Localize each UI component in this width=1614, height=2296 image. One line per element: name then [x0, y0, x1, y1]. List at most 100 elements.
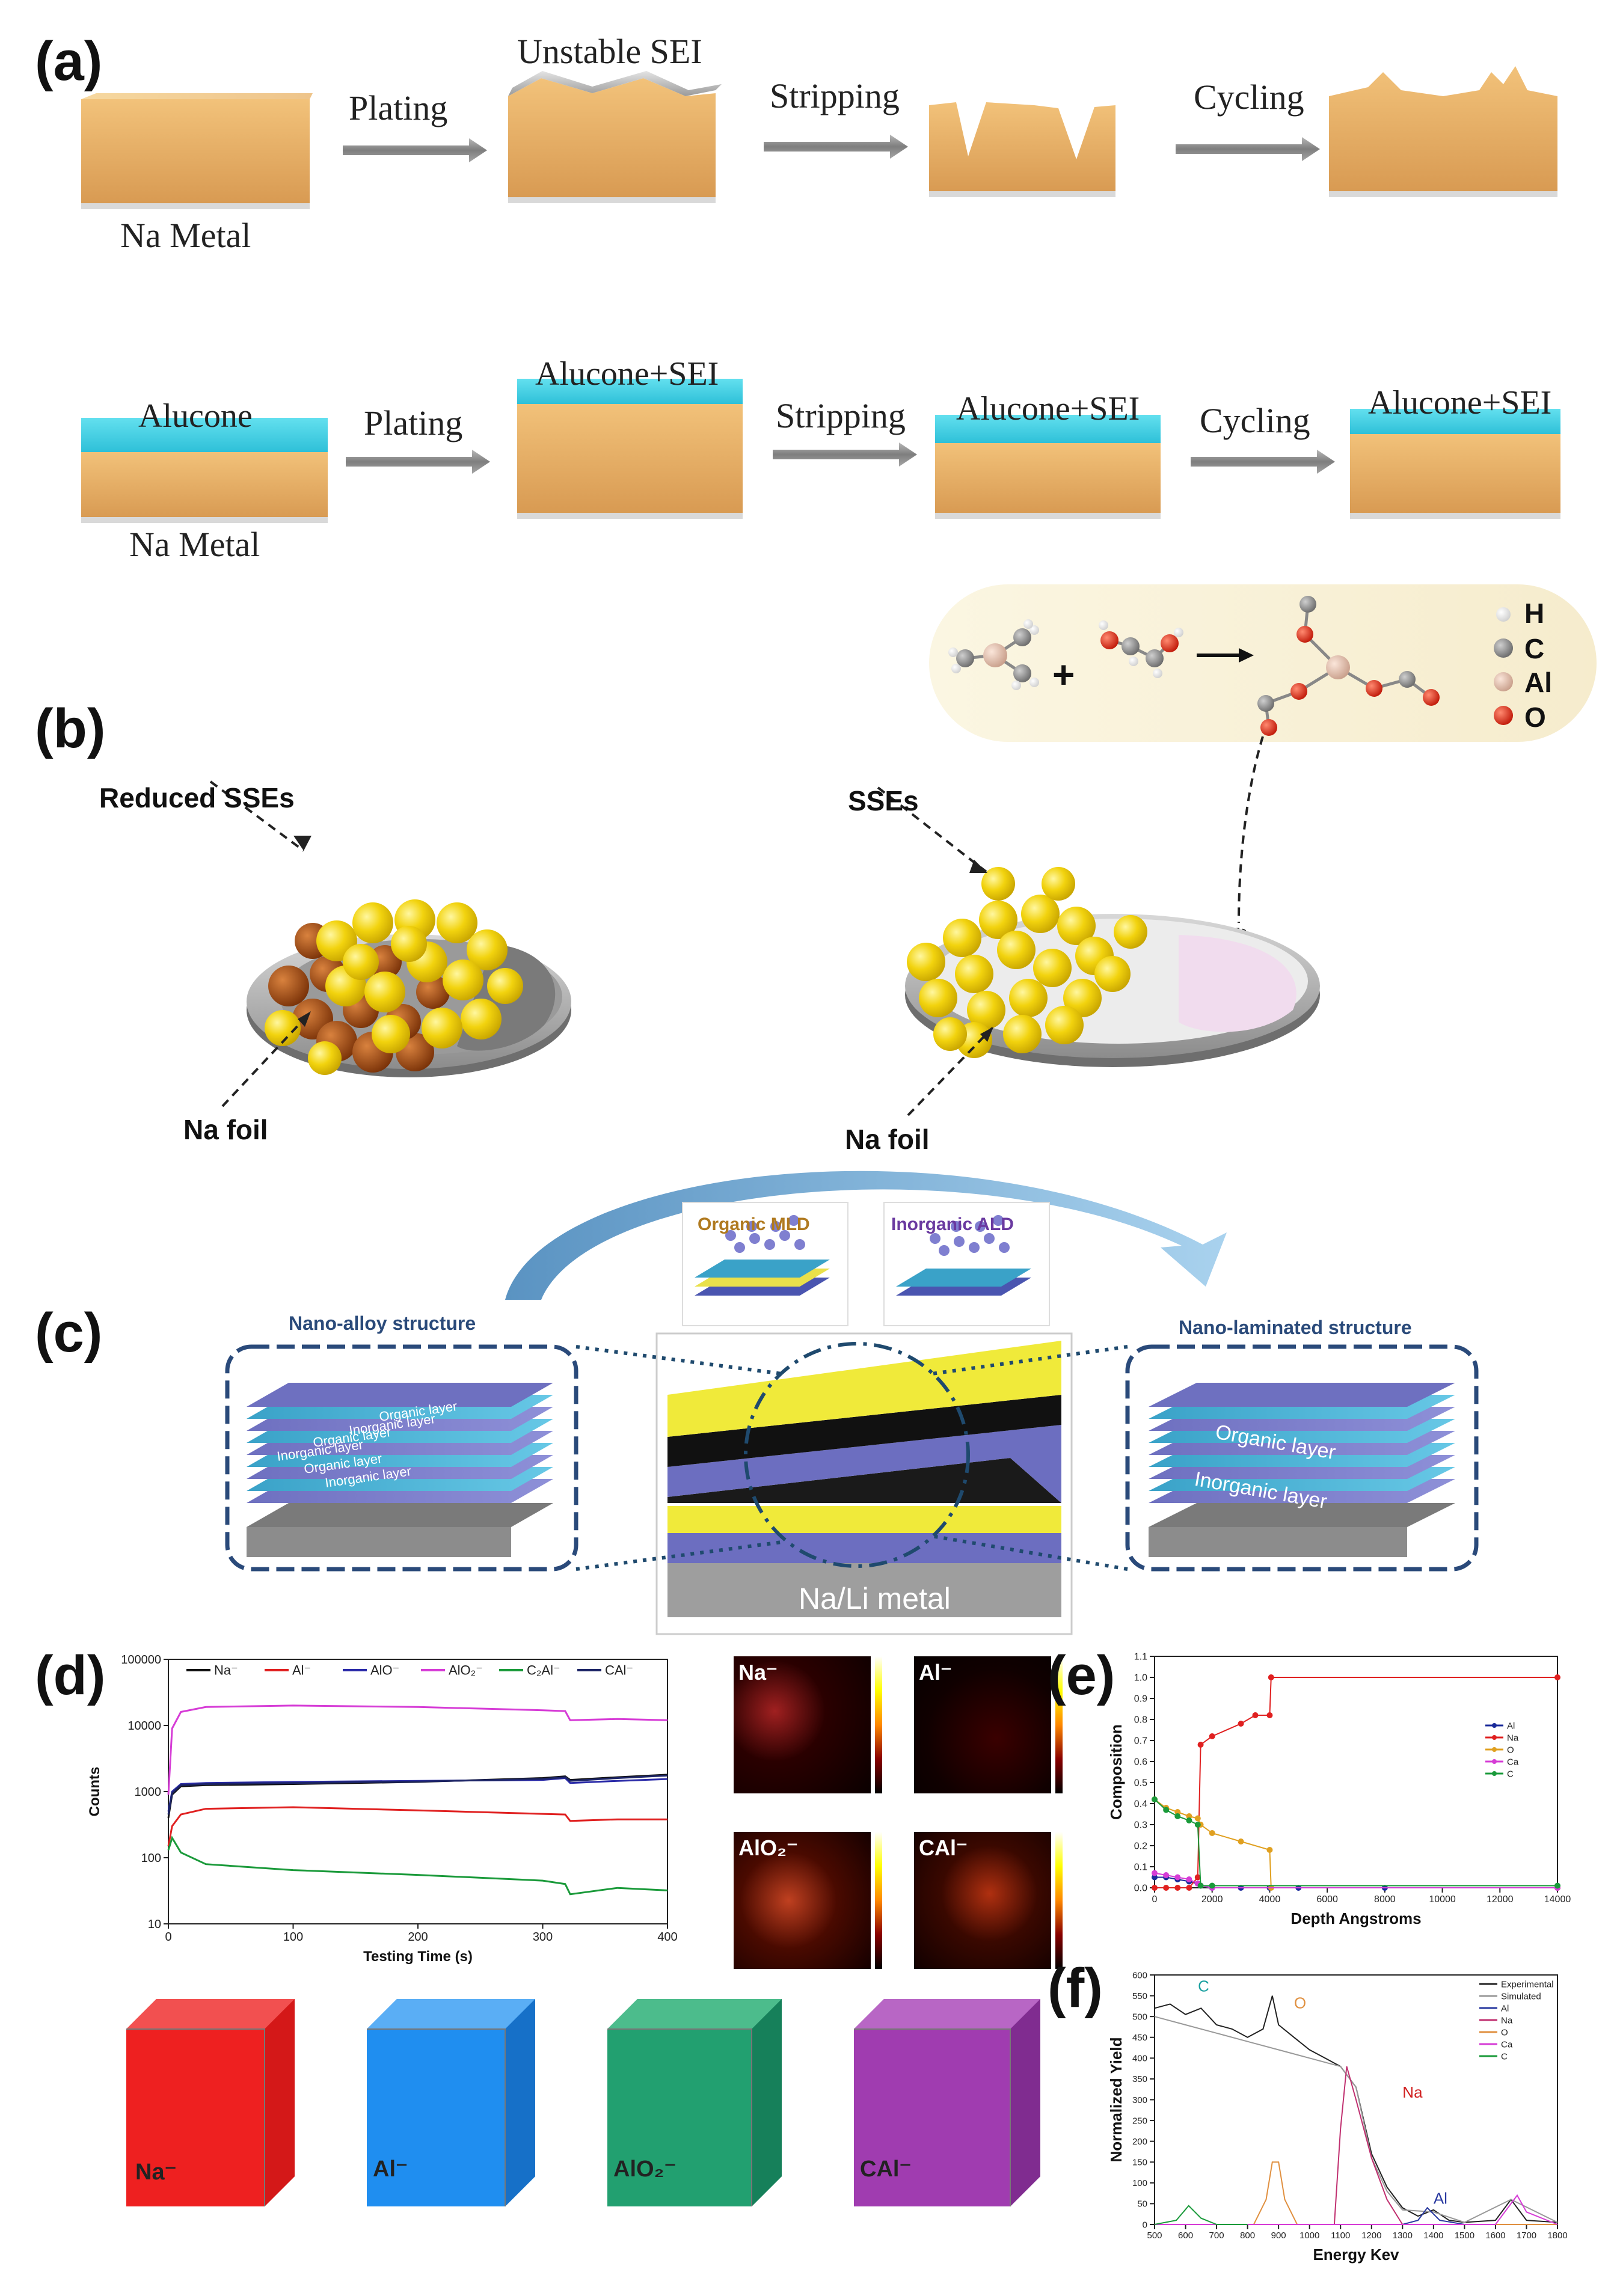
legend-label: Al: [1501, 2003, 1509, 2013]
map-al: [914, 1656, 1051, 1793]
reaction-plus: +: [1052, 653, 1075, 696]
legend-label: Na: [1507, 1733, 1519, 1743]
x-tick-label: 300: [533, 1930, 553, 1944]
row2-arrow-label-2: Stripping: [776, 396, 906, 435]
molecule-product: [1257, 596, 1440, 736]
nano-laminated-stack: [1149, 1383, 1455, 1557]
y-tick-label: 100: [1132, 2178, 1147, 2188]
data-point: [1554, 1674, 1560, 1680]
data-point: [1152, 1870, 1158, 1876]
data-point: [1152, 1874, 1158, 1881]
data-point: [1163, 1872, 1170, 1878]
map-label-cal: CAl⁻: [919, 1835, 968, 1860]
x-tick-label: 6000: [1316, 1894, 1338, 1905]
legend-marker: [1492, 1723, 1497, 1728]
x-tick-label: 1500: [1455, 2230, 1474, 2241]
legend-marker: [1492, 1735, 1497, 1740]
series-line-5: [167, 1835, 668, 1896]
annotation: Na: [1402, 2083, 1423, 2101]
legend-label: C: [1501, 2051, 1508, 2062]
data-point: [1163, 1885, 1170, 1891]
map-alo2: [734, 1832, 871, 1969]
annotation: Al: [1434, 2189, 1447, 2207]
x-tick-label: 1100: [1331, 2230, 1350, 2241]
plot-frame: [168, 1659, 668, 1924]
data-point: [1266, 1712, 1273, 1718]
series-line-6: [167, 1774, 668, 1815]
data-point: [1252, 1712, 1259, 1718]
y-tick-label: 150: [1132, 2158, 1147, 2168]
x-tick-label: 800: [1240, 2230, 1255, 2241]
series-line-5: [1155, 2161, 1557, 2225]
x-tick-label: 0: [1152, 1894, 1158, 1905]
x-tick-label: 1800: [1547, 2230, 1567, 2241]
row2-stage-label-1: Alucone+SEI: [535, 355, 719, 393]
data-point: [1174, 1813, 1181, 1819]
legend-label: Al⁻: [292, 1663, 311, 1678]
x-tick-label: 0: [165, 1930, 171, 1944]
metal-label: Na/Li metal: [799, 1582, 951, 1615]
x-tick-label: 14000: [1544, 1894, 1571, 1905]
y-tick-label: 0.2: [1134, 1841, 1147, 1852]
y-tick-label: 10: [148, 1918, 161, 1931]
row1-block-1: [81, 93, 313, 209]
y-tick-label: 0: [1143, 2220, 1147, 2230]
reduced-sses-label: Reduced SSEs: [99, 782, 295, 813]
y-tick-label: 250: [1132, 2116, 1147, 2126]
center-wedge: [667, 1341, 1061, 1617]
legend-label: AlO⁻: [370, 1663, 399, 1678]
nano-alloy-title: Nano-alloy structure: [289, 1312, 476, 1334]
row1-arrow-label-3: Cycling: [1194, 78, 1304, 117]
y-tick-label: 100000: [121, 1653, 161, 1667]
map-label-alo2: AlO₂⁻: [738, 1835, 798, 1860]
y-tick-label: 300: [1132, 2095, 1147, 2105]
y-axis-label: Composition: [1107, 1724, 1125, 1820]
map-label-na: Na⁻: [738, 1660, 778, 1685]
data-point: [1186, 1817, 1192, 1823]
x-tick-label: 1200: [1361, 2230, 1381, 2241]
x-tick-label: 8000: [1374, 1894, 1396, 1905]
y-tick-label: 350: [1132, 2074, 1147, 2084]
y-tick-label: 200: [1132, 2137, 1147, 2147]
x-tick-label: 500: [1147, 2230, 1162, 2241]
x-tick-label: 900: [1271, 2230, 1286, 2241]
y-axis-label: Normalized Yield: [1107, 2037, 1125, 2162]
legend-marker: [1492, 1771, 1497, 1776]
data-point: [1554, 1882, 1560, 1889]
y-tick-label: 0.6: [1134, 1757, 1147, 1768]
panel-label-e: (e): [1048, 1645, 1115, 1706]
cube-label-alo2: AlO₂⁻: [613, 2157, 677, 2182]
molecule-eg: [1099, 620, 1183, 678]
legend-label: Simulated: [1501, 1991, 1541, 2001]
data-point: [1186, 1876, 1192, 1882]
atom-legend: [1494, 607, 1513, 725]
data-point: [1266, 1847, 1273, 1853]
data-point: [1186, 1813, 1192, 1819]
y-tick-label: 50: [1137, 2199, 1147, 2209]
data-point: [1174, 1874, 1181, 1881]
y-tick-label: 0.4: [1134, 1799, 1147, 1810]
left-disk: [209, 780, 571, 1107]
y-tick-label: 450: [1132, 2033, 1147, 2043]
legend-label: O: [1501, 2027, 1508, 2037]
left-na-foil-label: Na foil: [183, 1114, 268, 1145]
nano-laminated-title: Nano-laminated structure: [1179, 1317, 1412, 1338]
inorganic-ald-label: Inorganic ALD: [891, 1214, 1014, 1234]
y-tick-label: 0.3: [1134, 1820, 1147, 1831]
reaction-arrow: [1197, 648, 1254, 663]
data-point: [1194, 1822, 1201, 1828]
row2-start-label: Na Metal: [129, 525, 260, 564]
series-line-7: [1154, 2205, 1248, 2225]
panel-label-c: (c): [35, 1302, 103, 1364]
legend-marker: [1492, 1747, 1497, 1752]
x-axis-label: Energy Kev: [1313, 2245, 1399, 2264]
data-point: [1186, 1885, 1192, 1891]
data-point: [1268, 1674, 1274, 1680]
cube-alo2: [607, 1999, 782, 2206]
data-point: [1238, 1721, 1244, 1727]
y-tick-label: 10000: [127, 1719, 161, 1733]
ald-stack: [896, 1215, 1031, 1296]
cube-na: [126, 1999, 295, 2206]
y-tick-label: 500: [1132, 2012, 1147, 2022]
panel-label-b: (b): [35, 698, 106, 759]
